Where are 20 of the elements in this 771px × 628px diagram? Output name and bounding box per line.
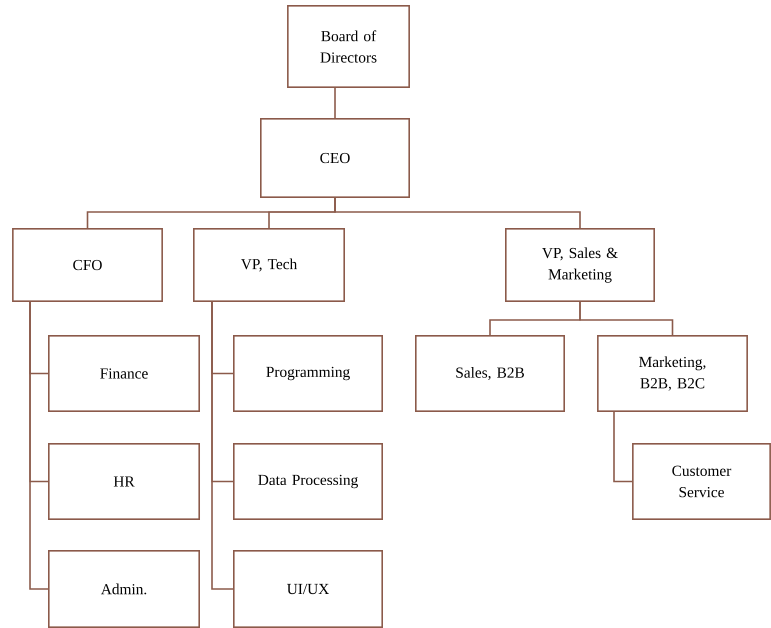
connector-line	[579, 302, 674, 336]
org-box: Programming	[233, 335, 383, 412]
org-box: Sales, B2B	[415, 335, 565, 412]
connector-line	[334, 88, 336, 118]
connector-line	[211, 302, 233, 590]
org-box: Board of Directors	[287, 5, 410, 88]
org-box: VP, Sales & Marketing	[505, 228, 655, 302]
org-box: Data Processing	[233, 443, 383, 520]
org-box: CEO	[260, 118, 410, 198]
connector-line	[334, 198, 581, 228]
connector-line	[613, 412, 632, 482]
org-box: VP, Tech	[193, 228, 345, 302]
org-box: Finance	[48, 335, 200, 412]
org-box: UI/UX	[233, 550, 383, 628]
org-box: Admin.	[48, 550, 200, 628]
connector-line	[29, 302, 48, 590]
org-box: CFO	[12, 228, 163, 302]
org-box: Marketing, B2B, B2C	[597, 335, 748, 412]
org-box: HR	[48, 443, 200, 520]
org-box: Customer Service	[632, 443, 771, 520]
